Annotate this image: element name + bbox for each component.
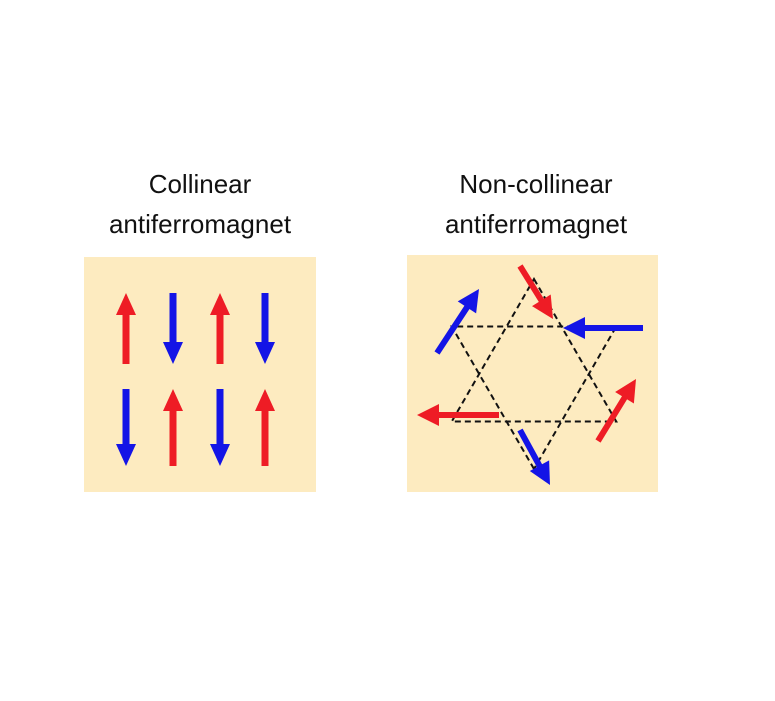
collinear-spin-diagram [84,257,316,492]
spin-arrow-6 [417,404,499,426]
spin-up-arrow-r2-c4 [255,389,275,466]
noncollinear-title: Non-collinear antiferromagnet [386,164,686,244]
spin-arrow-1 [434,289,479,355]
kagome-triangle-1 [449,277,619,423]
spin-down-arrow-r2-c1 [116,389,136,466]
collinear-title: Collinear antiferromagnet [50,164,350,244]
noncollinear-panel [407,255,658,492]
spin-arrow-5 [517,428,550,485]
collinear-title-line2: antiferromagnet [108,209,292,239]
noncollinear-title-line1: Non-collinear [459,169,613,199]
collinear-panel [84,257,316,492]
spin-up-arrow-r1-c1 [116,293,136,364]
noncollinear-spin-diagram [407,255,658,492]
spin-up-arrow-r1-c3 [210,293,230,364]
spin-down-arrow-r1-c4 [255,293,275,364]
spin-arrow-3 [563,317,643,339]
spin-down-arrow-r2-c3 [210,389,230,466]
noncollinear-title-line2: antiferromagnet [444,209,628,239]
collinear-title-line1: Collinear [148,169,252,199]
spin-up-arrow-r2-c2 [163,389,183,466]
spin-down-arrow-r1-c2 [163,293,183,364]
collinear-panel-background [84,257,316,492]
kagome-triangle-2 [449,325,619,471]
spin-arrow-2 [517,264,553,319]
spin-arrow-4 [595,379,636,443]
